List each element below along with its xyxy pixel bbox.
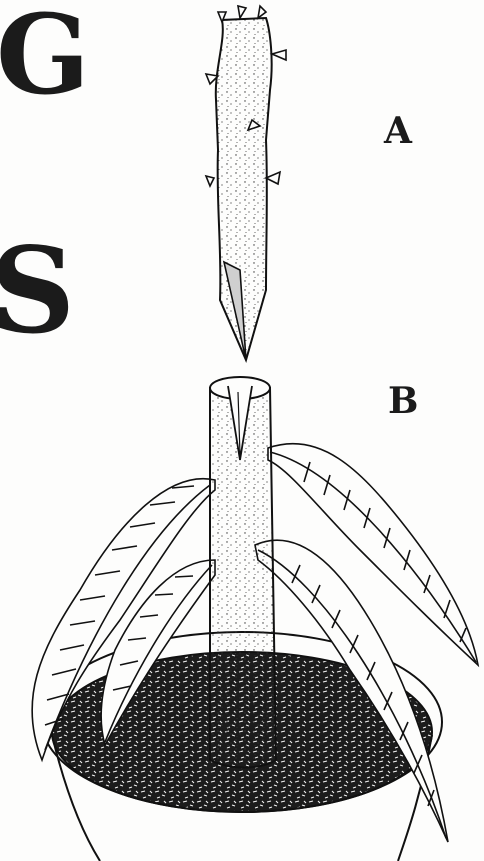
rootstock-stem (210, 377, 276, 768)
scion-cutting (206, 6, 286, 360)
